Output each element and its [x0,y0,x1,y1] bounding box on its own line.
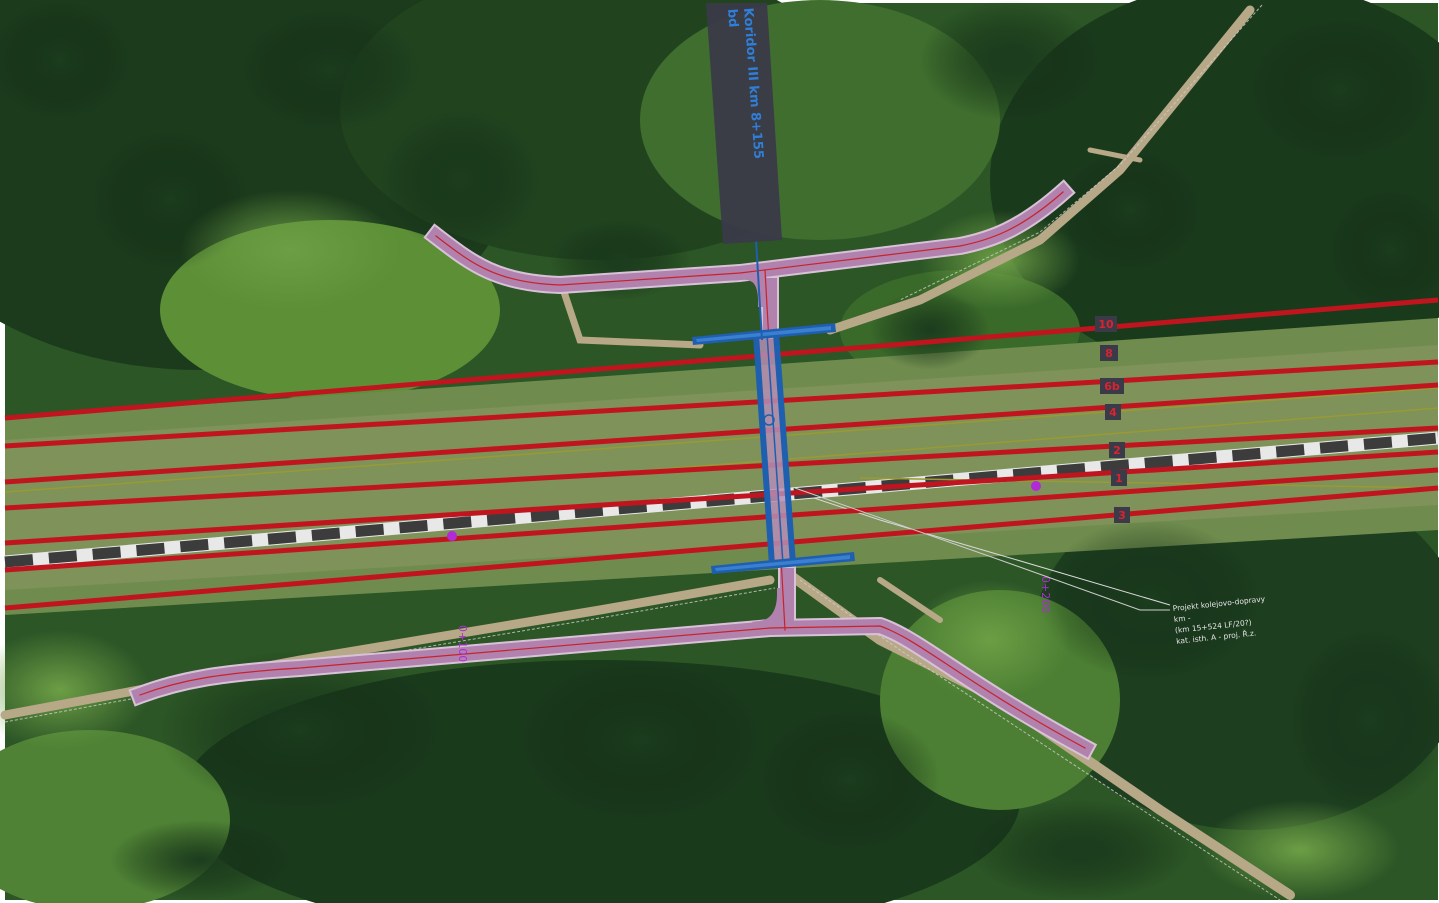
svg-text:6b: 6b [1104,380,1120,393]
chainage-marker-0200: 0+200 [1031,481,1052,613]
svg-text:10: 10 [1098,318,1114,331]
overpass-bridge [692,239,855,574]
svg-text:8: 8 [1105,347,1113,360]
rail-line-6b [4,382,1439,485]
rail-line-8 [4,359,1439,449]
svg-text:1: 1 [1115,472,1123,485]
bridge-label-box: Koridor III km 8+155 bd [706,3,782,244]
track-label-6b: 6b [1100,378,1124,394]
rail-line-1 [4,467,1439,573]
track-label-1: 1 [1111,470,1127,486]
svg-text:0+200: 0+200 [1039,576,1052,613]
rail-line-10 [4,297,1439,421]
rail-line-3 [4,485,1439,611]
rail-line-2 [4,449,1439,546]
track-labels: 10 8 6b 4 2 1 [1095,316,1130,523]
track-label-10: 10 [1095,316,1117,332]
svg-text:2: 2 [1113,444,1121,457]
track-label-4: 4 [1105,404,1121,420]
proposed-rail-lines [4,297,1439,611]
svg-text:0+100: 0+100 [456,625,469,662]
track-label-8: 8 [1100,345,1118,361]
svg-text:4: 4 [1109,406,1117,419]
annotation-line2: km - [1173,613,1191,624]
chainage-marker-0100: 0+100 [447,531,469,662]
proposed-roads [128,179,1098,761]
chainage-markers: 0+100 0+200 [447,481,1052,662]
svg-text:3: 3 [1118,509,1126,522]
track-label-3: 3 [1114,507,1130,523]
bridge-label-line2: bd [724,8,740,28]
rail-line-4 [4,425,1439,511]
track-label-2: 2 [1109,442,1125,458]
